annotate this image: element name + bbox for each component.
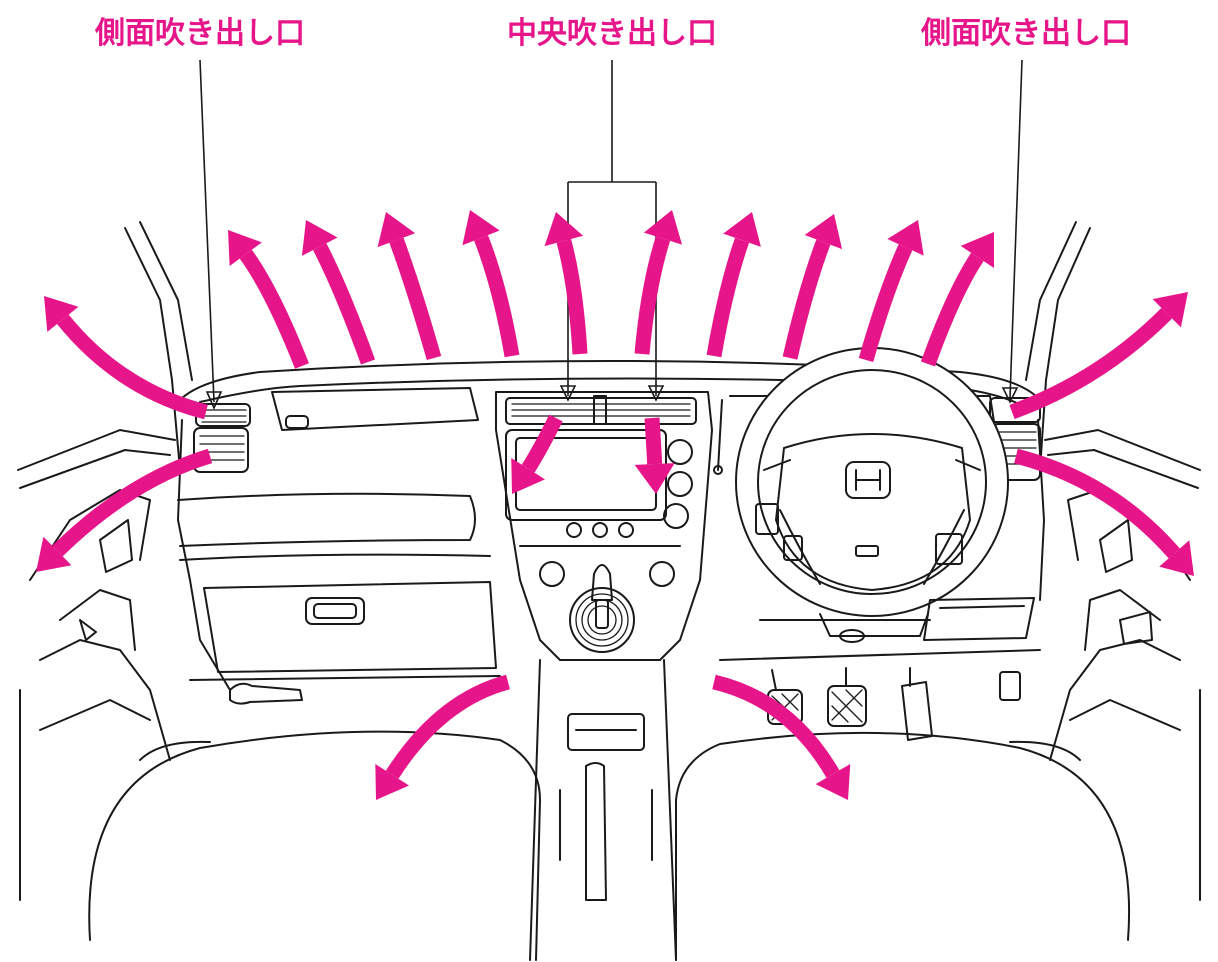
arrow-windshield-2-shaft — [320, 247, 368, 362]
leader-side-right — [1010, 60, 1022, 398]
arrow-windshield-9-shaft — [866, 247, 906, 360]
arrow-windshield-7-shaft — [714, 240, 742, 356]
arrow-floor-left-shaft — [392, 682, 508, 775]
arrow-windshield-5-shaft — [564, 241, 580, 354]
front-seats — [89, 732, 1129, 960]
leader-side-left — [200, 60, 214, 402]
arrow-windshield-4-shaft — [481, 238, 512, 356]
arrow-windshield-1-shaft — [246, 254, 302, 366]
arrow-windshield-10-shaft — [928, 257, 977, 364]
arrow-side-left-lower-shaft — [57, 456, 210, 551]
car-interior-lineart — [18, 222, 1200, 960]
arrow-windshield-3-shaft — [396, 240, 434, 358]
arrow-windshield-6-shaft — [642, 239, 663, 354]
arrow-windshield-8-shaft — [790, 242, 823, 358]
arrow-floor-right-shaft — [714, 682, 833, 774]
arrow-center-left-shaft — [528, 418, 556, 469]
arrow-center-right-shaft — [652, 418, 655, 464]
